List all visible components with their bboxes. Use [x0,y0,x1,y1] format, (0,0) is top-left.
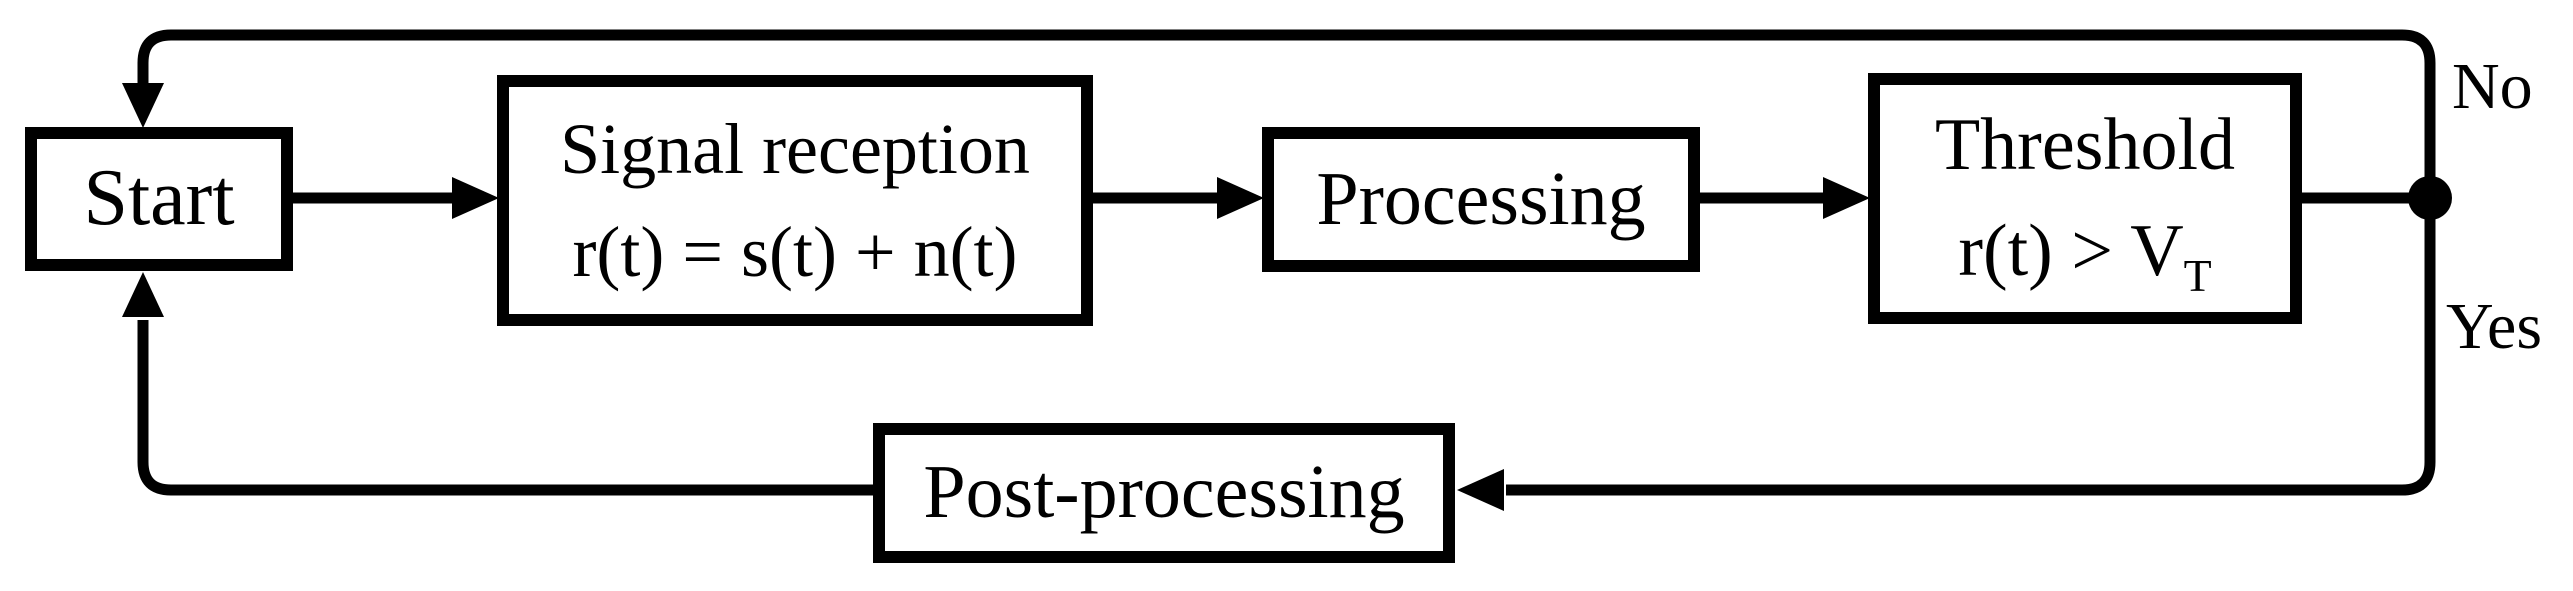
node-start: Start [25,127,293,271]
edge-label-yes: Yes [2446,290,2543,363]
node-processing-label: Processing [1316,156,1646,241]
node-threshold: Threshold r(t) > VT [1868,73,2302,324]
edge-label-no: No [2452,50,2533,123]
arrowhead-into-threshold-icon [1823,177,1870,219]
node-post-processing: Post-processing [873,423,1455,563]
edge-post-to-start-line [137,320,873,496]
edge-no-feedback-line [137,29,2436,198]
node-threshold-condition-base: r(t) > V [1958,209,2184,292]
arrowhead-into-signal-icon [452,177,499,219]
node-threshold-title: Threshold [1934,104,2236,187]
arrowhead-up-into-start-icon [122,272,164,317]
node-signal-reception-title: Signal reception [560,109,1030,190]
junction-dot [2408,176,2452,220]
node-start-label: Start [83,154,235,243]
node-processing: Processing [1262,127,1700,272]
arrowhead-into-post-processing-icon [1457,469,1504,511]
node-signal-reception: Signal reception r(t) = s(t) + n(t) [497,75,1093,326]
node-post-processing-label: Post-processing [923,450,1405,535]
edge-yes-line [1506,198,2436,496]
node-threshold-condition-subscript: T [2183,249,2212,301]
arrowhead-down-into-start-icon [122,83,164,128]
node-signal-reception-formula: r(t) = s(t) + n(t) [572,211,1018,292]
node-threshold-condition: r(t) > VT [1958,199,2211,304]
arrowhead-into-processing-icon [1217,177,1264,219]
